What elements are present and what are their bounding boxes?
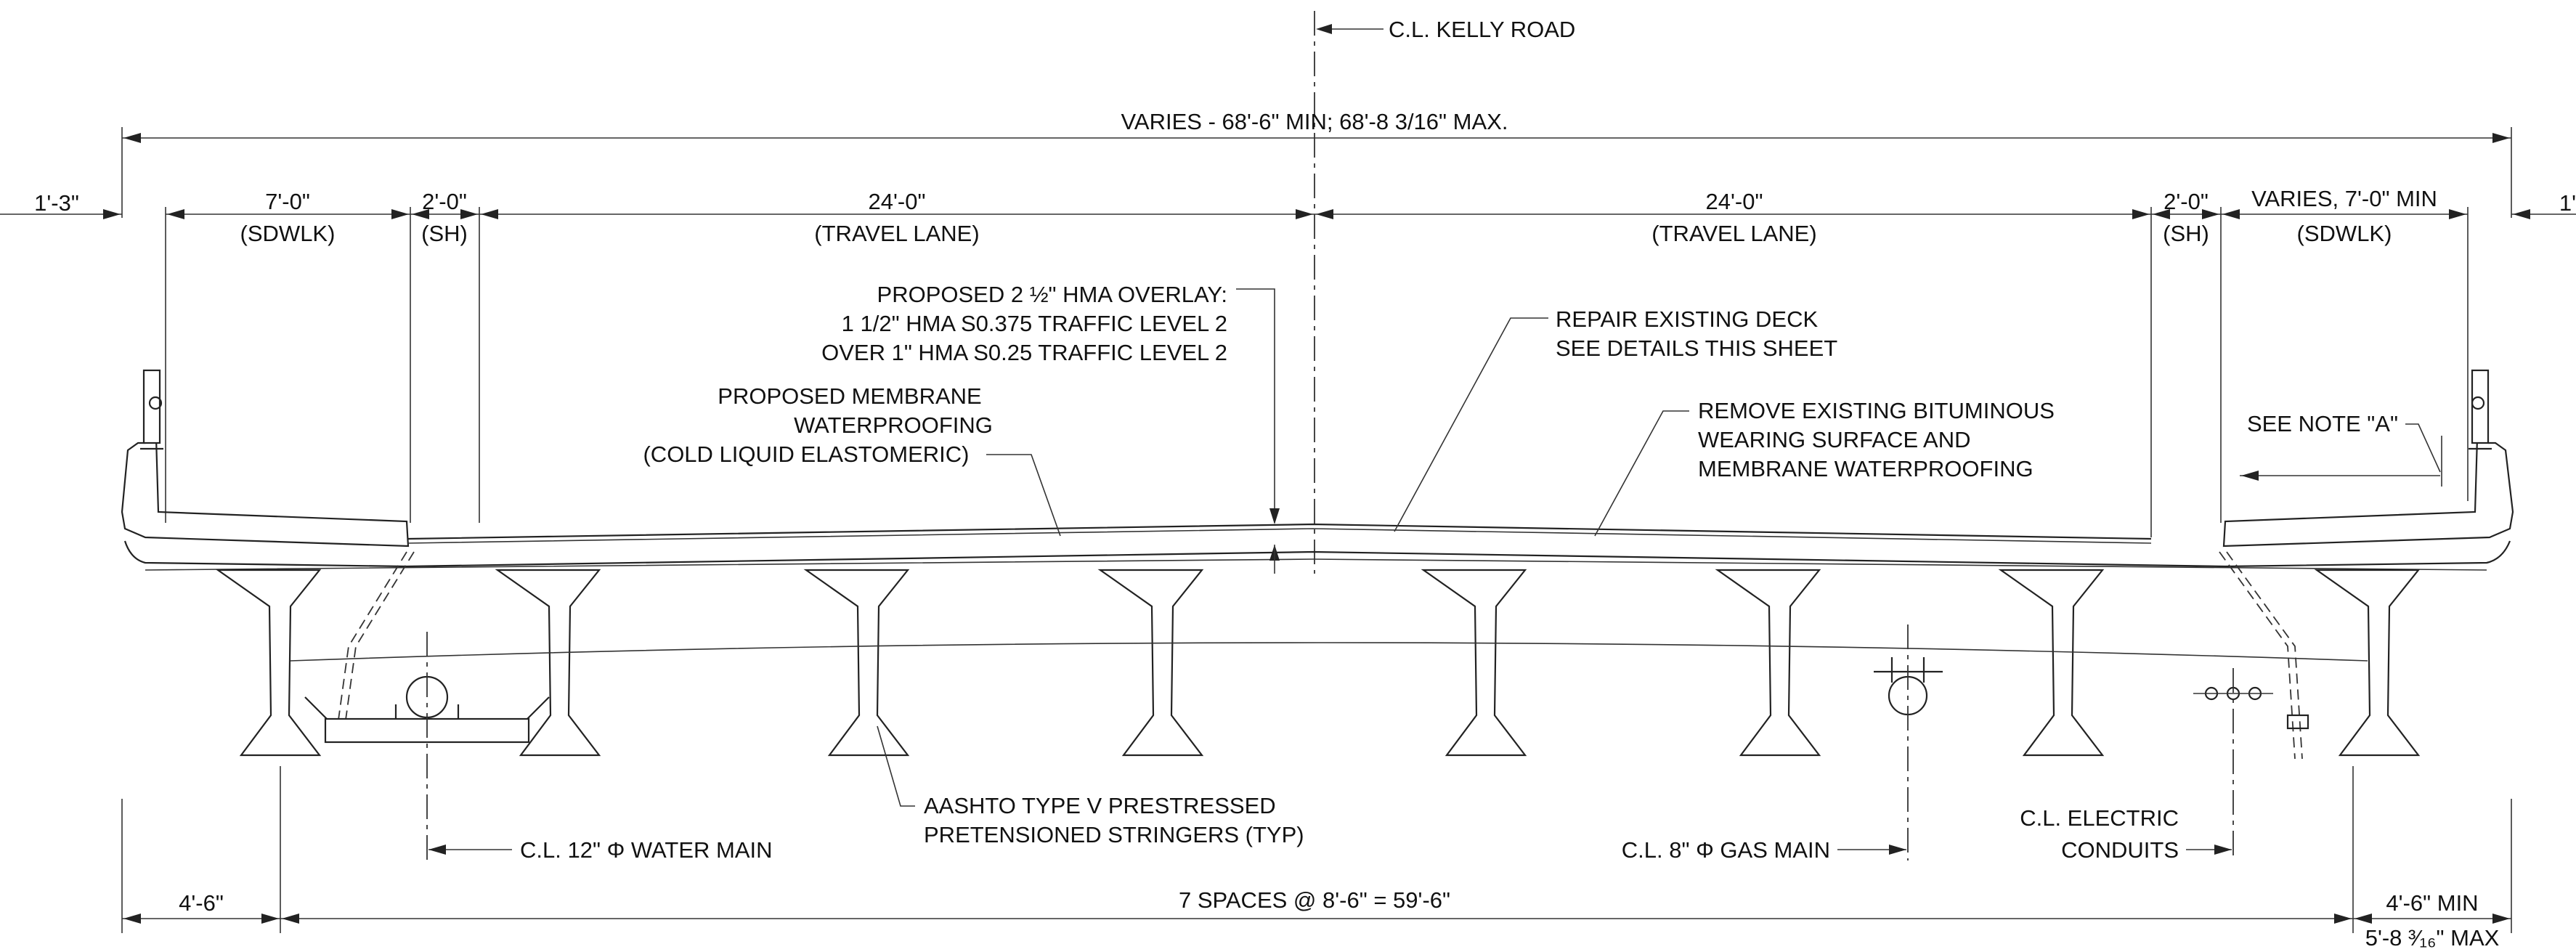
electric-conduits bbox=[2193, 551, 2309, 861]
stringer bbox=[2314, 569, 2421, 757]
utility-labels: C.L. 12" Φ WATER MAIN C.L. 8" Φ GAS MAIN… bbox=[428, 805, 2232, 863]
remove-line2: WEARING SURFACE AND bbox=[1698, 427, 1971, 452]
water-main-label: C.L. 12" Φ WATER MAIN bbox=[520, 837, 773, 863]
membrane-callout: PROPOSED MEMBRANE WATERPROOFING (COLD LI… bbox=[643, 383, 1061, 537]
right-parapet-dim: 1' bbox=[2559, 190, 2576, 216]
gas-main bbox=[1874, 625, 1943, 861]
right-lane-dim: 24'-0" bbox=[1706, 189, 1763, 214]
prestressed-stringers bbox=[215, 569, 2421, 757]
repair-deck-callout: REPAIR EXISTING DECK SEE DETAILS THIS SH… bbox=[1394, 306, 1837, 532]
remove-line3: MEMBRANE WATERPROOFING bbox=[1698, 456, 2033, 481]
overlay-callout: PROPOSED 2 ½" HMA OVERLAY: 1 1/2" HMA S0… bbox=[821, 282, 1280, 574]
right-overhang-max: 5'-8 ³⁄₁₆" MAX bbox=[2365, 925, 2500, 951]
left-sidewalk-dim: 7'-0" bbox=[265, 189, 310, 214]
right-sidewalk-name: (SDWLK) bbox=[2297, 221, 2392, 246]
membrane-line3: (COLD LIQUID ELASTOMERIC) bbox=[643, 442, 969, 467]
left-sidewalk-name: (SDWLK) bbox=[240, 221, 336, 246]
overall-width-label: VARIES - 68'-6" MIN; 68'-8 3/16" MAX. bbox=[1121, 109, 1508, 134]
kelly-road-centerline: C.L. KELLY ROAD bbox=[1314, 11, 1575, 574]
remove-surface-callout: REMOVE EXISTING BITUMINOUS WEARING SURFA… bbox=[1594, 398, 2055, 537]
see-note-callout: SEE NOTE "A" bbox=[2240, 411, 2442, 487]
gas-main-label: C.L. 8" Φ GAS MAIN bbox=[1622, 837, 1830, 863]
membrane-line2: WATERPROOFING bbox=[794, 412, 993, 438]
right-shoulder-dim: 2'-0" bbox=[2163, 189, 2209, 214]
left-lane-dim: 24'-0" bbox=[869, 189, 926, 214]
right-overhang-min: 4'-6" MIN bbox=[2386, 890, 2478, 916]
bridge-deck bbox=[121, 369, 2514, 571]
repair-line1: REPAIR EXISTING DECK bbox=[1556, 306, 1818, 332]
repair-line2: SEE DETAILS THIS SHEET bbox=[1556, 335, 1837, 361]
water-main bbox=[304, 551, 550, 861]
stringer bbox=[1715, 569, 1821, 757]
overlay-line2: 1 1/2" HMA S0.375 TRAFFIC LEVEL 2 bbox=[842, 311, 1227, 336]
left-lane-name: (TRAVEL LANE) bbox=[814, 221, 979, 246]
stringer bbox=[495, 569, 601, 757]
stringers-line2: PRETENSIONED STRINGERS (TYP) bbox=[924, 822, 1304, 847]
left-parapet-dim: 1'-3" bbox=[34, 190, 79, 216]
right-sidewalk-dim: VARIES, 7'-0" MIN bbox=[2251, 186, 2437, 211]
left-overhang-dim: 4'-6" bbox=[179, 890, 224, 916]
membrane-line1: PROPOSED MEMBRANE bbox=[718, 383, 981, 409]
stringer bbox=[1998, 569, 2105, 757]
lane-dimensions: 1'-3" 1' 7'-0" (SDWLK) 2'-0" (SH) 24'-0"… bbox=[0, 186, 2576, 537]
electric-line1: C.L. ELECTRIC bbox=[2020, 805, 2179, 831]
right-shoulder-name: (SH) bbox=[2163, 221, 2209, 246]
left-shoulder-name: (SH) bbox=[421, 221, 468, 246]
right-lane-name: (TRAVEL LANE) bbox=[1651, 221, 1816, 246]
left-shoulder-dim: 2'-0" bbox=[422, 189, 467, 214]
see-note-label: SEE NOTE "A" bbox=[2247, 411, 2398, 436]
remove-line1: REMOVE EXISTING BITUMINOUS bbox=[1698, 398, 2055, 423]
overlay-line1: PROPOSED 2 ½" HMA OVERLAY: bbox=[877, 282, 1227, 307]
stringers-line1: AASHTO TYPE V PRESTRESSED bbox=[924, 793, 1276, 818]
stringer bbox=[1097, 569, 1204, 757]
stringers-callout: AASHTO TYPE V PRESTRESSED PRETENSIONED S… bbox=[877, 725, 1304, 847]
stringer bbox=[215, 569, 322, 757]
stringer bbox=[1421, 569, 1527, 757]
bottom-dimensions: 4'-6" 7 SPACES @ 8'-6" = 59'-6" 4'-6" MI… bbox=[121, 766, 2512, 951]
overlay-line3: OVER 1" HMA S0.25 TRAFFIC LEVEL 2 bbox=[821, 340, 1227, 365]
cl-kelly-road-label: C.L. KELLY ROAD bbox=[1389, 17, 1575, 42]
overall-width-dimension: VARIES - 68'-6" MIN; 68'-8 3/16" MAX. bbox=[121, 109, 2512, 218]
stringer-spacing-dim: 7 SPACES @ 8'-6" = 59'-6" bbox=[1179, 887, 1450, 913]
electric-line2: CONDUITS bbox=[2061, 837, 2179, 863]
stringer bbox=[803, 569, 910, 757]
